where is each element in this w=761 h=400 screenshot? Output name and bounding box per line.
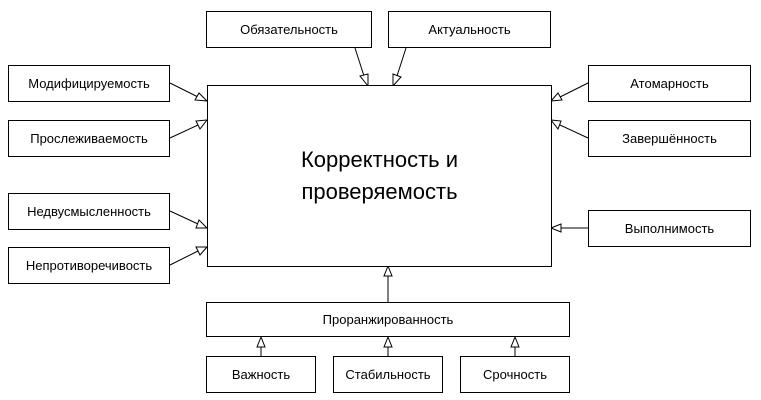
box-srochnost: Срочность — [460, 356, 570, 393]
arrowhead-vazhnost — [256, 335, 266, 348]
arrow-modifitsiruemost — [169, 82, 199, 98]
box-vypolnimost: Выполнимость — [588, 210, 751, 247]
arrowhead-proranzhirovannost — [383, 264, 393, 277]
box-zavershennost: Завершённость — [588, 120, 751, 157]
arrow-atomarnost — [559, 82, 589, 98]
box-neprotivorechivost: Непротиворечивость — [8, 247, 170, 284]
box-obyazatelnost: Обязательность — [206, 11, 372, 48]
center-label: Корректность и проверяемость — [301, 144, 458, 208]
arrowhead-zavershennost — [549, 119, 562, 131]
arrowhead-aktualnost — [392, 73, 402, 88]
arrowhead-stabilnost — [383, 335, 393, 348]
arrowhead-modifitsiruemost — [194, 92, 209, 102]
box-atomarnost: Атомарность — [588, 65, 751, 102]
arrowhead-proslezhivaemost — [195, 119, 209, 130]
box-aktualnost-label: Актуальность — [428, 22, 511, 37]
box-modifitsiruemost: Модифицируемость — [8, 65, 170, 102]
arrowhead-nedvusmyslennost — [195, 219, 209, 229]
box-aktualnost: Актуальность — [388, 11, 551, 48]
box-nedvusmyslennost: Недвусмысленность — [8, 193, 170, 230]
arrow-aktualnost — [396, 47, 407, 77]
arrowhead-vypolnimost — [549, 223, 562, 233]
arrow-zavershennost — [559, 124, 589, 139]
box-atomarnost-label: Атомарность — [630, 76, 709, 91]
box-vazhnost-label: Важность — [231, 367, 291, 382]
box-zavershennost-label: Завершённость — [622, 131, 717, 146]
box-proslezhivaemost-label: Прослеживаемость — [30, 131, 148, 146]
arrowhead-srochnost — [510, 335, 520, 348]
center-label-line1: Корректность и — [300, 147, 459, 172]
arrow-obyazatelnost — [354, 47, 365, 77]
box-proslezhivaemost: Прослеживаемость — [8, 120, 170, 157]
box-modifitsiruemost-label: Модифицируемость — [28, 76, 150, 91]
box-nedvusmyslennost-label: Недвусмысленность — [27, 204, 151, 219]
arrowhead-obyazatelnost — [359, 73, 369, 88]
box-proranzhirovannost-label: Проранжированность — [322, 312, 454, 327]
center-label-line2: проверяемость — [301, 179, 458, 204]
box-obyazatelnost-label: Обязательность — [240, 22, 338, 37]
box-stabilnost: Стабильность — [333, 356, 443, 393]
arrowhead-neprotivorechivost — [195, 246, 209, 256]
box-proranzhirovannost: Проранжированность — [206, 302, 570, 337]
center-box: Корректность и проверяемость — [207, 85, 552, 267]
box-stabilnost-label: Стабильность — [345, 367, 431, 382]
arrow-proslezhivaemost — [169, 124, 199, 139]
box-srochnost-label: Срочность — [483, 367, 547, 382]
arrow-nedvusmyslennost — [169, 210, 199, 225]
arrowhead-atomarnost — [549, 92, 563, 102]
box-vazhnost: Важность — [206, 356, 316, 393]
arrow-neprotivorechivost — [169, 250, 199, 266]
box-neprotivorechivost-label: Непротиворечивость — [25, 258, 153, 273]
box-vypolnimost-label: Выполнимость — [624, 221, 715, 236]
